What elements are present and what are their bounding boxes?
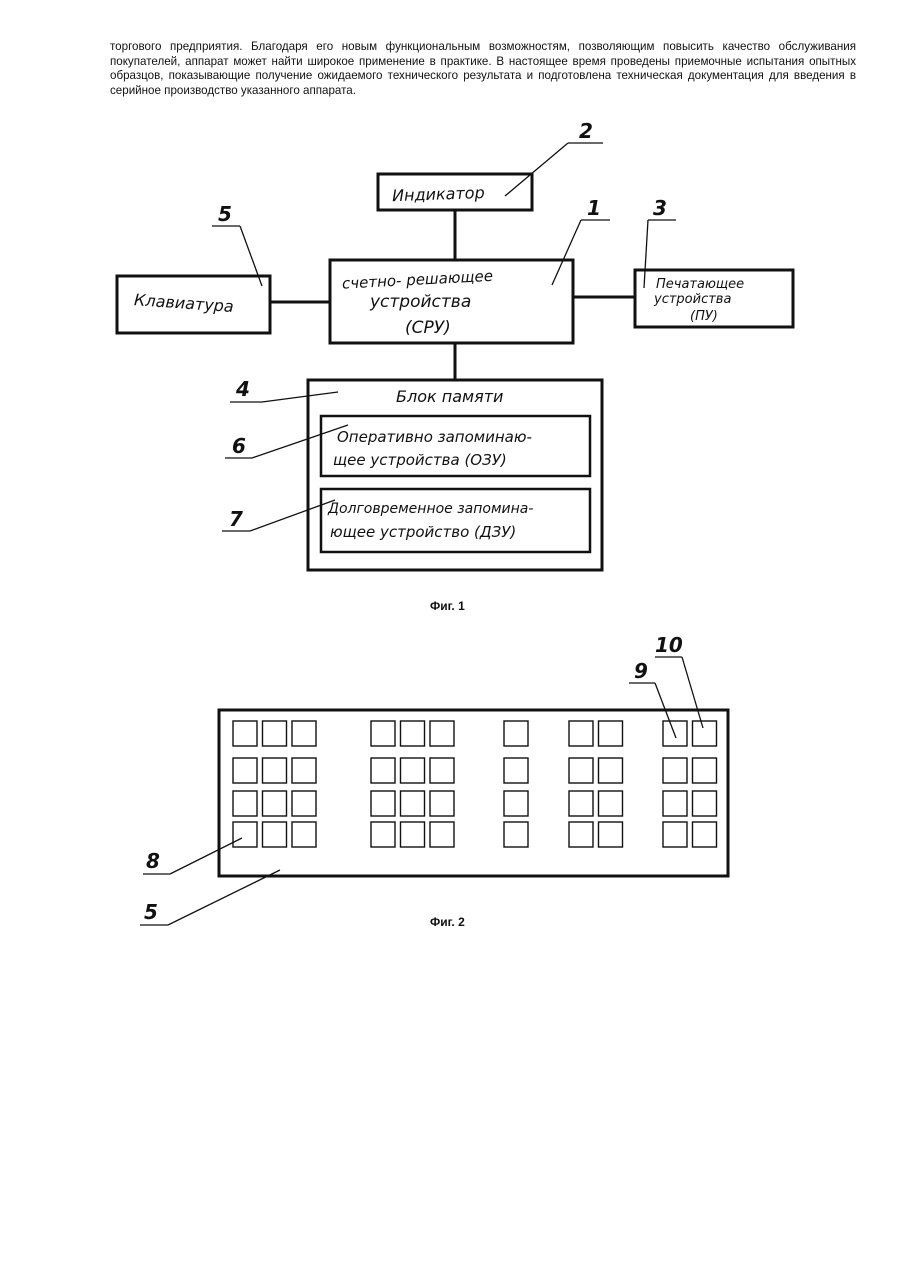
callout-2: 2 — [579, 119, 593, 143]
key-button — [599, 791, 623, 816]
callout-line-2 — [505, 143, 568, 196]
rom-label-line1: Долговременное запомина- — [327, 501, 533, 517]
key-button — [504, 721, 528, 746]
key-button — [401, 791, 425, 816]
printer-label-line1: Печатающее — [656, 277, 744, 292]
callout-line-5b — [168, 870, 280, 925]
key-button — [569, 758, 593, 783]
callout-6: 6 — [232, 434, 246, 458]
printer-label-line3: (ПУ) — [690, 309, 718, 324]
ram-label-line2: щее устройства (ОЗУ) — [333, 451, 507, 469]
cpu-label-line2: устройства — [369, 292, 471, 312]
key-button — [263, 822, 287, 847]
key-button — [430, 791, 454, 816]
callout-8: 8 — [146, 849, 160, 873]
ram-label-line1: Оперативно запоминаю- — [337, 428, 532, 446]
key-button — [504, 822, 528, 847]
key-button — [263, 758, 287, 783]
key-button — [263, 721, 287, 746]
key-button — [371, 758, 395, 783]
key-button — [599, 822, 623, 847]
callout-9: 9 — [634, 659, 648, 683]
key-button — [292, 721, 316, 746]
figure-2: 10 9 8 5 Фиг. 2 — [140, 633, 728, 929]
key-button — [693, 791, 717, 816]
key-button — [292, 791, 316, 816]
rom-block — [321, 489, 590, 552]
callout-1: 1 — [587, 196, 601, 220]
key-button — [401, 758, 425, 783]
key-button — [663, 758, 687, 783]
figure-1-caption: Фиг. 1 — [430, 599, 465, 613]
key-button — [263, 791, 287, 816]
key-button — [401, 721, 425, 746]
key-button — [292, 758, 316, 783]
callout-10: 10 — [655, 633, 683, 657]
callout-3: 3 — [653, 196, 667, 220]
callout-5-fig2: 5 — [144, 900, 158, 924]
key-button — [569, 822, 593, 847]
key-button — [401, 822, 425, 847]
key-button — [504, 791, 528, 816]
figure-1: Индикатор Клавиатура счетно- решающее ус… — [117, 119, 793, 613]
key-button — [371, 822, 395, 847]
key-button — [663, 822, 687, 847]
callout-5-fig1: 5 — [218, 202, 232, 226]
cpu-label-line3: (СРУ) — [405, 318, 451, 338]
key-button — [233, 822, 257, 847]
key-button — [233, 721, 257, 746]
key-button — [663, 721, 687, 746]
callout-4: 4 — [235, 377, 250, 401]
key-button — [569, 791, 593, 816]
key-button — [504, 758, 528, 783]
key-button — [371, 791, 395, 816]
key-button — [430, 721, 454, 746]
key-button — [233, 791, 257, 816]
rom-label-line2: ющее устройство (ДЗУ) — [330, 523, 516, 541]
key-button — [599, 758, 623, 783]
key-button — [233, 758, 257, 783]
callout-7: 7 — [229, 507, 243, 531]
key-button — [430, 758, 454, 783]
key-button — [292, 822, 316, 847]
indicator-label: Индикатор — [392, 183, 485, 205]
key-button — [569, 721, 593, 746]
key-button — [371, 721, 395, 746]
memory-title: Блок памяти — [396, 387, 503, 406]
key-button — [663, 791, 687, 816]
printer-label-line2: устройства — [653, 292, 731, 307]
key-button — [693, 721, 717, 746]
key-button — [693, 822, 717, 847]
key-button — [599, 721, 623, 746]
figure-2-caption: Фиг. 2 — [430, 915, 465, 929]
key-button — [430, 822, 454, 847]
key-button — [693, 758, 717, 783]
